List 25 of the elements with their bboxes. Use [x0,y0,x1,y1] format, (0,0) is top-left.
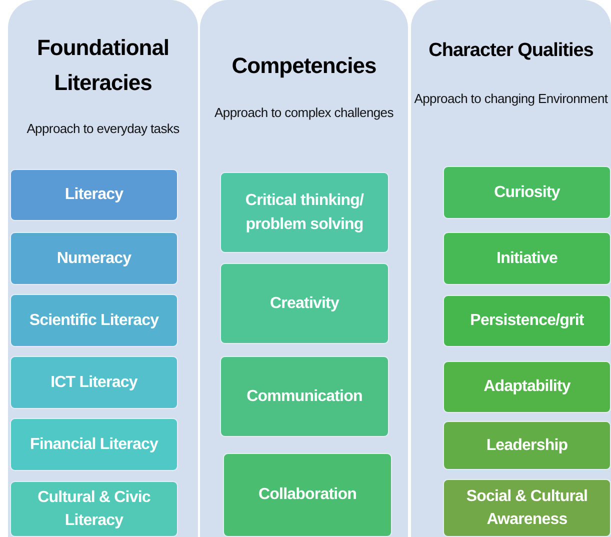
skill-box: Literacy [10,169,178,221]
skill-box: Creativity [220,263,389,344]
skill-box: Collaboration [223,453,392,537]
skill-box: Adaptability [443,361,611,413]
column-panel [8,0,198,537]
column-panel [411,0,611,537]
column-subtitle: Approach to everyday tasks [26,120,180,138]
skill-box: Numeracy [10,232,178,285]
skill-box: Communication [220,356,389,437]
column-heading: Competencies [230,52,378,80]
skill-box: Leadership [443,421,611,470]
column-heading: Character Qualities [428,39,594,63]
skill-box: Curiosity [443,166,611,219]
skill-box: Cultural & Civic Literacy [10,481,178,537]
skill-box: Critical thinking/ problem solving [220,172,389,253]
skill-box: ICT Literacy [10,356,178,409]
column-subtitle: Approach to complex challenges [214,104,394,122]
skill-box: Social & Cultural Awareness [443,479,611,537]
skill-box: Persistence/grit [443,295,611,347]
column-subtitle: Approach to changing Environment [413,90,609,108]
skill-box: Financial Literacy [10,418,178,471]
column-panel [200,0,408,537]
skill-box: Scientific Literacy [10,294,178,347]
column-heading: Foundational Literacies [36,34,170,98]
skill-box: Initiative [443,232,611,285]
